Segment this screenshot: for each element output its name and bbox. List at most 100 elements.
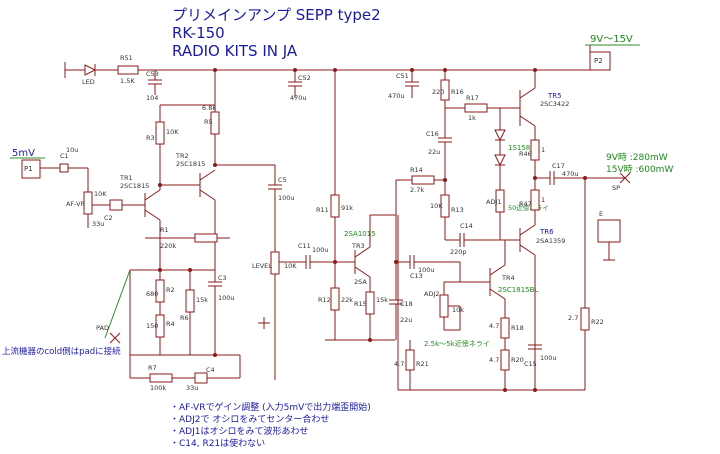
c53: C53 104 — [146, 70, 162, 102]
note-3: ・ADJ1はオシロをみて波形あわせ — [170, 425, 308, 437]
r3: R3 10K — [146, 70, 216, 150]
output-stage: 220 R16 R17 1k C16 22u 10K R13 C14 220p … — [394, 70, 610, 391]
c52-ref: C52 — [298, 74, 311, 82]
c18-value: 22u — [400, 316, 412, 324]
r6-ref: R6 — [180, 314, 189, 322]
sp-label: SP — [612, 184, 620, 192]
tr6-ref: TR6 — [539, 228, 554, 236]
r1: R1 220k — [145, 226, 230, 250]
c13-value: 100u — [418, 266, 435, 274]
led-section: LED R51 1.5K — [64, 54, 139, 86]
r22-value: 2.7 — [568, 314, 578, 322]
c11-value: 100u — [312, 246, 329, 254]
c51-ref: C51 — [396, 72, 409, 80]
r47-ref: R47 — [519, 200, 532, 208]
input-label: 5mV — [12, 148, 35, 159]
r18-value: 4.7 — [489, 322, 499, 330]
r16-value: 220 — [432, 88, 444, 96]
tr3: 2SA1015 TR3 2SA — [344, 215, 376, 290]
c17-ref: C17 — [552, 162, 565, 170]
junctions — [158, 68, 587, 392]
emitter-network: 680 R2 150 R4 15k R6 C3 100u — [130, 269, 240, 356]
title-line2: RK-150 — [172, 24, 225, 42]
note-4: ・C14, R21は使わない — [170, 437, 265, 449]
r46-ref: R46 — [519, 150, 532, 158]
c5-value: 100u — [278, 194, 295, 202]
r2-ref: R2 — [166, 286, 175, 294]
r47-value: 1 — [541, 196, 545, 204]
tr2-ref: TR2 — [175, 152, 189, 160]
adj1-note: 50近傍ネライ — [508, 203, 549, 212]
tr1-value: 2SC1815 — [120, 182, 149, 190]
note-1: ・AF-VRでゲイン調整 (入力5mVで出力端歪開始) — [170, 401, 371, 413]
afvr-ref: AF-VR — [66, 200, 86, 208]
c14-ref: C14 — [460, 222, 473, 230]
c15-value: 100u — [540, 354, 557, 362]
tr4-ref: TR4 — [501, 274, 515, 282]
r13-value: 10K — [430, 202, 443, 210]
r51-ref: R51 — [120, 54, 133, 62]
r1-value: 220k — [160, 242, 176, 250]
r11-ref: R11 — [316, 206, 329, 214]
led-ref: LED — [82, 78, 95, 86]
level-pot: LEVEL 10K — [252, 240, 300, 380]
r3-value: 10K — [166, 128, 179, 136]
c16-ref: C16 — [426, 130, 439, 138]
input-section: 5mV P1 C1 10u AF-VR 10K C2 33u — [10, 146, 145, 228]
ground-connector: E — [599, 210, 603, 218]
r13-ref: R13 — [451, 206, 464, 214]
c53-ref: C53 — [146, 70, 159, 78]
r3-ref: R3 — [146, 134, 155, 142]
r1-ref: R1 — [160, 226, 169, 234]
r5-ref: R5 — [204, 118, 213, 126]
r7-ref: R7 — [148, 364, 157, 372]
r4-value: 150 — [146, 322, 158, 330]
adj2-value: 10k — [452, 306, 464, 314]
adj2-ref: ADJ2 — [424, 290, 440, 298]
c52-value: 470u — [290, 94, 307, 102]
c3-ref: C3 — [218, 274, 227, 282]
notes: ・AF-VRでゲイン調整 (入力5mVで出力端歪開始) ・ADJ2で オシロをみ… — [170, 401, 371, 449]
r15: R15 15k — [354, 290, 388, 340]
c52: C52 470u — [288, 70, 311, 102]
r4-ref: R4 — [166, 320, 175, 328]
tr2: TR2 2SC1815 — [160, 152, 275, 270]
c2-value: 33u — [92, 220, 104, 228]
r5: R5 6.8k — [202, 104, 220, 165]
r15-ref: R15 — [354, 300, 367, 308]
tr5-value: 2SC3422 — [540, 100, 569, 108]
r14-value: 2.7k — [410, 186, 424, 194]
r16-ref: R16 — [451, 88, 464, 96]
c5: C5 100u — [268, 165, 295, 240]
c1-value: 10u — [66, 146, 78, 154]
c2-ref: C2 — [104, 214, 113, 222]
bias-divider: R11 91k R12 22k — [316, 70, 395, 341]
pad-label: PAD — [96, 324, 109, 332]
tr1-ref: TR1 — [119, 174, 133, 182]
tr5-ref: TR5 — [547, 92, 562, 100]
tr3-code: 2SA — [354, 278, 367, 286]
d1-label: 1S1588 — [508, 144, 535, 152]
tr6-value: 2SA1359 — [536, 237, 565, 245]
r11-value: 91k — [341, 204, 353, 212]
r12-value: 22k — [341, 296, 353, 304]
r18-ref: R18 — [511, 324, 524, 332]
c1-ref: C1 — [60, 152, 69, 160]
c4-ref: C4 — [206, 366, 215, 374]
c14-value: 220p — [450, 248, 467, 256]
c51: C51 470u — [388, 70, 419, 100]
c16-value: 22u — [428, 148, 440, 156]
r20-value: 4.7 — [489, 356, 499, 364]
title-line3: RADIO KITS IN JA — [172, 42, 298, 60]
c53-value: 104 — [146, 94, 158, 102]
adj2-note: 2.5k〜5k近傍ネライ — [424, 339, 490, 348]
c18: C18 22u — [389, 262, 413, 340]
supply-label: 9V〜15V — [590, 34, 633, 45]
c11-ref: C11 — [298, 242, 311, 250]
supply-rail: P2 9V〜15V — [65, 34, 640, 71]
r14-ref: R14 — [410, 166, 423, 174]
r5-value: 6.8k — [202, 104, 216, 112]
c13-ref: C13 — [410, 272, 423, 280]
